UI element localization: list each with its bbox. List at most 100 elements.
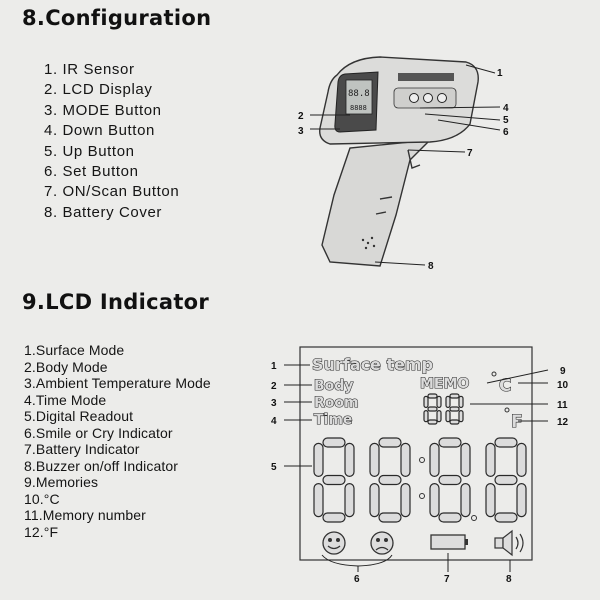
digit-segment — [378, 474, 402, 486]
list-item: 6.Smile or Cry Indicator — [24, 424, 173, 441]
digit-segment — [438, 437, 462, 448]
callout-label: 1 — [271, 361, 277, 372]
digit-segment — [458, 410, 464, 423]
digit-segment — [427, 419, 438, 425]
callout-label: 4 — [271, 416, 277, 427]
svg-text:88.8: 88.8 — [348, 89, 370, 99]
callout-label: 2 — [271, 381, 277, 392]
callout-label: 7 — [444, 574, 450, 585]
digit-segment — [445, 395, 451, 408]
callout-label: 6 — [354, 574, 360, 585]
callout-label: 3 — [298, 126, 304, 137]
list-item: 7. ON/Scan Button — [44, 183, 180, 201]
list-item: 8. Battery Cover — [44, 203, 162, 221]
callout-label: 1 — [497, 68, 503, 79]
list-item: 3. MODE Button — [44, 101, 162, 119]
callout-label: 4 — [503, 103, 509, 114]
memory-number-digits — [423, 393, 464, 425]
digit-segment — [369, 483, 380, 518]
battery-icon — [430, 534, 468, 550]
list-item: 5. Up Button — [44, 142, 135, 160]
digit-segment — [313, 483, 324, 518]
memo-label: MEMO — [420, 376, 469, 392]
list-item: 3.Ambient Temperature Mode — [24, 375, 211, 391]
cry-face-icon — [370, 531, 394, 555]
smile-face-icon — [322, 531, 346, 555]
callout-label: 8 — [506, 574, 512, 585]
seven-segment-digit — [445, 393, 464, 425]
digit-segment — [516, 483, 527, 518]
lcd-callouts — [284, 364, 549, 572]
seven-segment-digit — [429, 437, 471, 523]
list-item: 12.°F — [24, 523, 59, 540]
room-label: Room — [314, 395, 359, 411]
seven-segment-digit — [313, 437, 355, 523]
list-item: 4. Down Button — [44, 122, 155, 140]
decimal-dot — [471, 515, 477, 521]
digit-segment — [369, 442, 380, 477]
digit-segment — [436, 410, 442, 423]
digit-segment — [449, 419, 460, 425]
list-item: 1.Surface Mode — [24, 342, 125, 358]
digit-segment — [429, 442, 440, 477]
digit-segment — [344, 442, 355, 477]
digit-segment — [429, 483, 440, 518]
digit-segment — [427, 406, 438, 412]
time-label: Time — [314, 412, 352, 428]
list-item: 8.Buzzer on/off Indicator — [24, 457, 178, 474]
digit-segment — [438, 474, 462, 486]
body-label: Body — [314, 378, 353, 394]
digit-segment — [400, 442, 411, 477]
list-item: 2.Body Mode — [24, 358, 108, 375]
seven-segment-digit — [369, 437, 411, 523]
digit-segment — [494, 437, 518, 448]
callout-label: 2 — [298, 111, 304, 122]
callout-label: 5 — [503, 115, 509, 126]
digit-segment — [485, 442, 496, 477]
callout-label: 11 — [557, 400, 568, 411]
celsius-label: C — [499, 376, 511, 396]
digit-segment — [344, 483, 355, 518]
svg-text:8888: 8888 — [350, 104, 367, 112]
digit-segment — [438, 512, 462, 523]
thermometer-callouts — [310, 64, 501, 266]
callout-label: 10 — [557, 380, 569, 391]
digit-segment — [460, 483, 471, 518]
thermometer-illustration: 88.8 8888 — [319, 56, 479, 267]
heading-lcd-indicator: 9.LCD Indicator — [22, 290, 210, 314]
degree-icon — [491, 371, 497, 377]
callout-label: 12 — [557, 417, 569, 428]
digit-segment — [436, 395, 442, 408]
digit-segment — [313, 442, 324, 477]
digit-segment — [322, 512, 346, 523]
digit-segment — [494, 512, 518, 523]
lcd-panel: Surface temp Body Room Time MEMO C F — [299, 346, 533, 561]
list-item: 7.Battery Indicator — [24, 441, 140, 457]
callout-label: 8 — [428, 261, 434, 272]
lcd-frame — [299, 346, 533, 561]
digit-segment — [427, 393, 438, 399]
digit-segment — [445, 410, 451, 423]
callout-label: 9 — [560, 366, 566, 377]
callout-label: 6 — [503, 127, 509, 138]
digit-segment — [378, 437, 402, 448]
digit-segment — [400, 483, 411, 518]
callout-label: 3 — [271, 398, 277, 409]
digital-readout-digits — [313, 437, 527, 523]
list-item: 5.Digital Readout — [24, 408, 134, 424]
lcd-indicator-list: 1.Surface Mode 2.Body Mode 3.Ambient Tem… — [24, 342, 211, 540]
digit-segment — [494, 474, 518, 486]
digit-segment — [378, 512, 402, 523]
colon-dot — [419, 457, 425, 463]
digit-segment — [322, 474, 346, 486]
list-item: 2. LCD Display — [44, 81, 153, 99]
digit-segment — [449, 406, 460, 412]
digit-segment — [458, 395, 464, 408]
callout-label: 5 — [271, 462, 277, 473]
digit-segment — [423, 410, 429, 423]
digit-segment — [516, 442, 527, 477]
list-item: 11.Memory number — [24, 507, 146, 523]
digit-segment — [449, 393, 460, 399]
colon-dot — [419, 493, 425, 499]
